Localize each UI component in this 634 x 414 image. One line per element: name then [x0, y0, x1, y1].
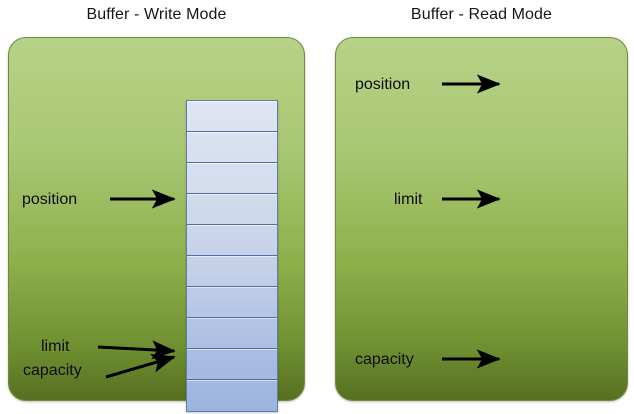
panel-title-read-mode: Buffer - Read Mode: [410, 6, 553, 23]
buffer-cell: [187, 225, 277, 256]
buffer-cell: [187, 287, 277, 318]
buffer-column-write-mode: [186, 100, 278, 412]
label-limit-read-mode: limit: [394, 191, 423, 208]
buffer-cell: [187, 132, 277, 163]
buffer-cell: [187, 101, 277, 132]
buffer-cell: [187, 349, 277, 380]
label-limit-write-mode: limit: [41, 338, 70, 355]
label-position-read-mode: position: [355, 76, 411, 93]
label-capacity-write-mode: capacity: [23, 362, 82, 379]
buffer-panel-read-mode: [335, 37, 628, 401]
buffer-cell: [187, 380, 277, 411]
label-capacity-read-mode: capacity: [355, 351, 414, 368]
buffer-cell: [187, 163, 277, 194]
label-position-write-mode: position: [22, 191, 78, 208]
buffer-cell: [187, 318, 277, 349]
buffer-cell: [187, 194, 277, 225]
panel-title-write-mode: Buffer - Write Mode: [86, 6, 227, 23]
buffer-cell: [187, 256, 277, 287]
